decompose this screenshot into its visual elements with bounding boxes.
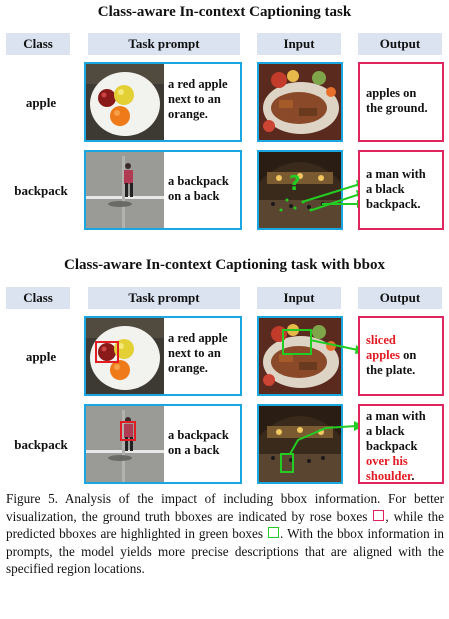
prompt-box-apple-bbox: a red apple next to an orange. — [84, 316, 242, 396]
station-hall-bbox-image — [259, 406, 341, 482]
person-backpack-bbox-image — [86, 406, 164, 482]
header-task-prompt-2: Task prompt — [88, 287, 240, 309]
prompt-text-backpack: a backpack on a back — [168, 174, 229, 203]
output-box-apple-bbox: sliced apples on the plate. — [358, 316, 444, 396]
input-box-backpack: ? — [257, 150, 343, 230]
class-label-backpack-2: backpack — [14, 437, 68, 452]
input-box-apple-bbox — [257, 316, 343, 396]
section-title-2: Class-aware In-context Captioning task w… — [63, 257, 385, 273]
prompt-box-backpack-bbox: a backpack on a back — [84, 404, 242, 484]
food-plate-bbox-image — [259, 318, 341, 394]
header-task-prompt: Task prompt — [88, 33, 240, 55]
output-text-apple-bbox: sliced apples on the plate. — [366, 333, 417, 377]
output-box-backpack-bbox: a man with a black backpack over his sho… — [358, 404, 444, 484]
input-box-apple — [257, 62, 343, 142]
green-box-icon — [268, 527, 280, 539]
header-input: Input — [257, 33, 341, 55]
header-output-2: Output — [358, 287, 442, 309]
prompt-text-apple-bbox: a red apple next to an orange. — [168, 331, 228, 375]
input-box-backpack-bbox — [257, 404, 343, 484]
station-hall-image: ? — [259, 152, 341, 228]
output-box-apple: apples on the ground. — [358, 62, 444, 142]
header-input-2: Input — [257, 287, 341, 309]
output-box-backpack: a man with a black backpack. — [358, 150, 444, 230]
prompt-text-backpack-bbox: a backpack on a back — [168, 428, 229, 457]
rose-box-icon — [373, 509, 385, 521]
food-plate-image — [259, 64, 341, 140]
prompt-box-apple: a red apple next to an orange. — [84, 62, 242, 142]
apple-orange-plate-bbox-image — [86, 318, 164, 394]
figure-caption: Figure 5. Analysis of the impact of incl… — [6, 491, 444, 577]
svg-text:?: ? — [289, 171, 301, 195]
output-text-apple: apples on the ground. — [366, 86, 428, 115]
header-class-2: Class — [6, 287, 70, 309]
header-output: Output — [358, 33, 442, 55]
prompt-text-apple: a red apple next to an orange. — [168, 77, 228, 121]
class-label-backpack: backpack — [14, 183, 68, 198]
person-backpack-image — [86, 152, 164, 228]
apple-orange-plate-image — [86, 64, 164, 140]
header-class: Class — [6, 33, 70, 55]
output-text-backpack: a man with a black backpack. — [366, 167, 426, 211]
class-label-apple: apple — [25, 95, 57, 110]
class-label-apple-2: apple — [25, 349, 57, 364]
arrow-backpack-bbox — [289, 421, 364, 455]
section-title-1: Class-aware In-context Captioning task — [97, 4, 352, 20]
output-text-backpack-bbox: a man with a black backpack over his sho… — [366, 409, 426, 483]
prompt-box-backpack: a backpack on a back — [84, 150, 242, 230]
